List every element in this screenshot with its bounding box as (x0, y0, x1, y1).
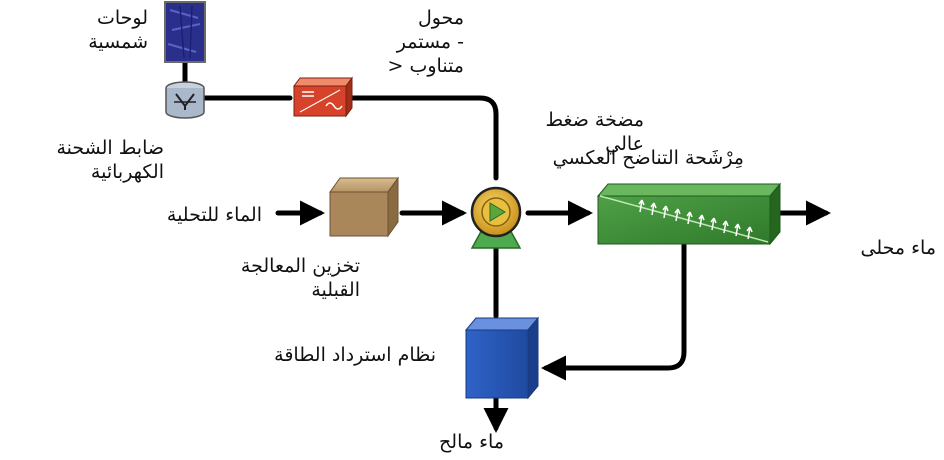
charge-controller-icon (165, 81, 205, 119)
charge-controller-label: ضابط الشحنة الكهربائية (57, 136, 165, 184)
hp-pump-label: مضخة ضغط عالي (546, 108, 644, 156)
membrane-icon (596, 182, 782, 246)
hp-pump-line-1: مضخة ضغط (545, 109, 644, 131)
energy-recovery-icon (464, 316, 540, 400)
brine-return-pipe (541, 239, 687, 381)
pretreatment-line-1: تخزين المعالجة (240, 255, 360, 277)
inverter-label: محول - مستمر متناوب < (388, 6, 464, 78)
product-water-label: ماء محلى (860, 237, 936, 259)
inverter-line-3: متناوب < (387, 55, 464, 77)
solar-panels-line-1: لوحات (96, 7, 148, 29)
solar-panels-label: لوحات شمسية (88, 6, 148, 54)
energy-recovery-label: نظام استرداد الطاقة (274, 344, 436, 366)
pump-icon (470, 186, 522, 249)
feed-water-label: الماء للتحلية (166, 204, 262, 226)
charge-controller-line-1: ضابط الشحنة (56, 137, 165, 159)
solar-panels-line-2: شمسية (88, 31, 148, 53)
ro-membrane-label: مِرْشَحة التناضح العكسي (552, 147, 744, 169)
storage-tank-icon (329, 176, 399, 238)
pretreatment-line-2: القبلية (311, 279, 360, 301)
wire-inverter-to-pump (343, 95, 499, 181)
solar-panel-icon (164, 1, 206, 63)
connection-lines (182, 59, 831, 433)
brine-label: ماء مالح (439, 431, 504, 453)
inverter-line-1: محول (417, 7, 464, 29)
inverter-line-2: - مستمر (396, 31, 464, 53)
hp-pump-line-2: عالي (605, 133, 644, 155)
pretreatment-label: تخزين المعالجة القبلية (241, 254, 360, 302)
charge-controller-line-2: الكهربائية (90, 161, 164, 183)
inverter-icon (293, 76, 353, 118)
